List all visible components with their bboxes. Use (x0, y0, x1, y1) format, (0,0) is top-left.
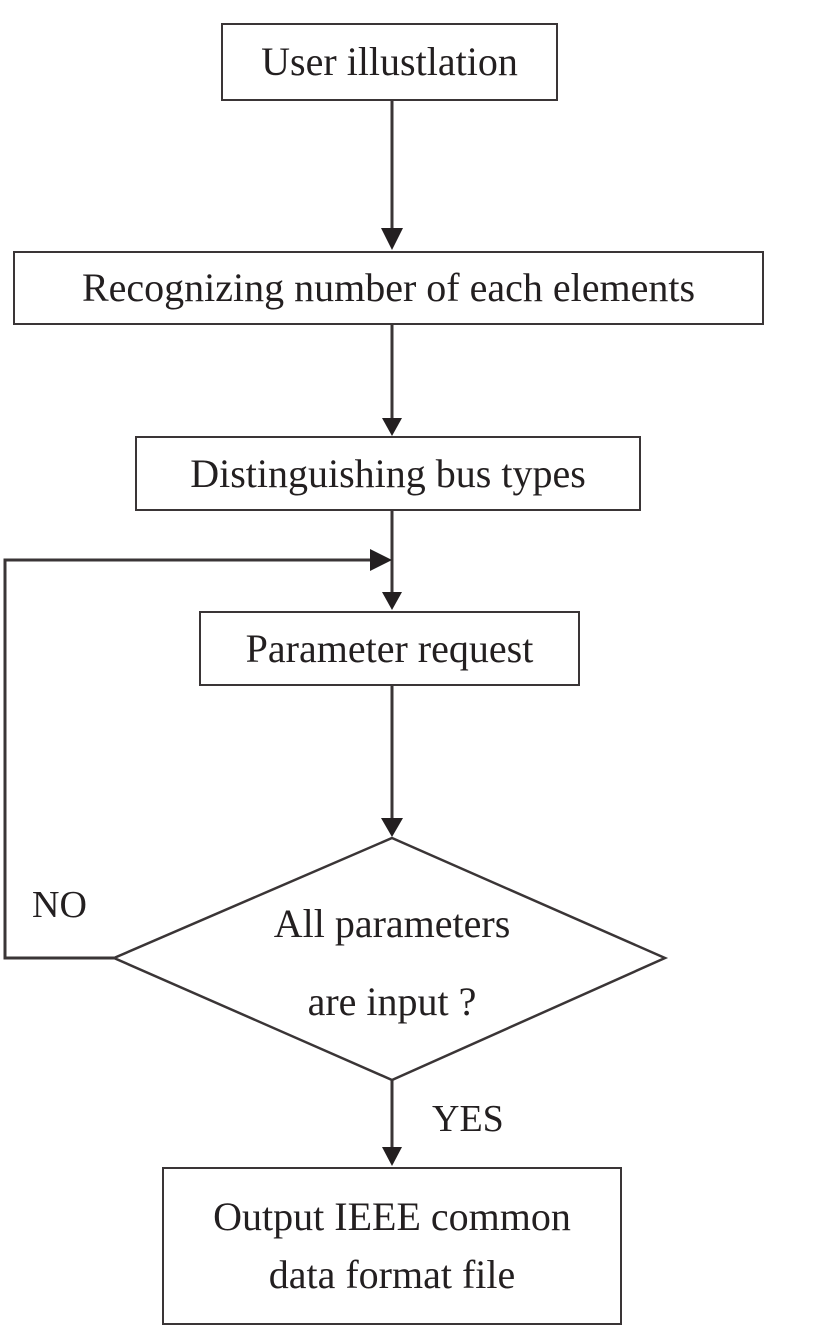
arrowhead-recognize (381, 228, 403, 250)
output-box: Output IEEE common data format file (162, 1167, 622, 1325)
arrowhead-loop-back (370, 549, 392, 571)
request-box-label: Parameter request (245, 625, 534, 671)
output-box-line-2: data format file (268, 1252, 516, 1297)
decision-text: All parameters are input ? (214, 885, 570, 1041)
arrowhead-distinguish (382, 418, 402, 436)
decision-line-1: All parameters (273, 901, 511, 946)
arrowhead-decision (381, 818, 403, 837)
arrowhead-request (382, 592, 402, 610)
no-branch-label: NO (32, 884, 87, 926)
start-box-label: User illustlation (261, 39, 518, 84)
loop-back-no-path (3, 558, 370, 960)
arrowhead-output (382, 1147, 402, 1166)
recognize-box: Recognizing number of each elements (13, 251, 764, 325)
start-box: User illustlation (221, 23, 558, 101)
recognize-box-label: Recognizing number of each elements (81, 265, 696, 310)
distinguish-box-label: Distinguishing bus types (190, 450, 586, 496)
request-box: Parameter request (199, 611, 580, 686)
yes-branch-label: YES (432, 1098, 504, 1140)
output-box-line-1: Output IEEE common (213, 1194, 571, 1239)
distinguish-box: Distinguishing bus types (135, 436, 641, 511)
decision-line-2: are input ? (307, 979, 477, 1024)
